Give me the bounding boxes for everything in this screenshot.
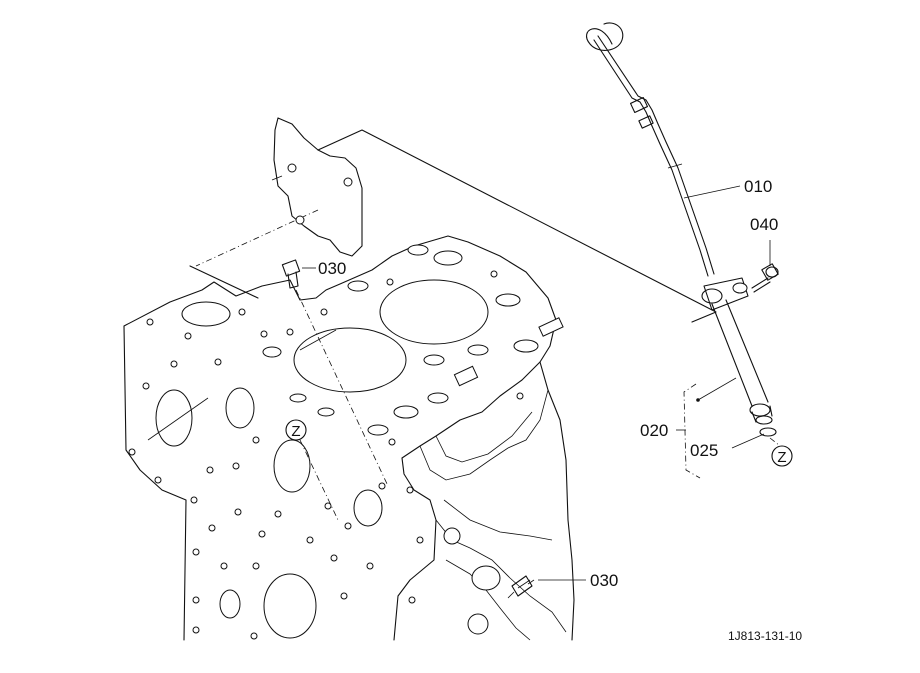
plug-part-030-bottom [507, 575, 535, 599]
callout-025: 025 [690, 441, 718, 460]
callout-020: 020 [640, 421, 668, 440]
leader-lines [299, 185, 781, 581]
callout-030-bottom: 030 [590, 571, 618, 590]
engine-block-deck [123, 235, 564, 641]
reference-mark-z-left: Z [285, 419, 307, 441]
callout-labels: 010 040 030 020 025 030 [318, 177, 778, 590]
dipstick-part-010 [586, 22, 715, 277]
o-ring-part-025 [759, 427, 777, 437]
callout-040: 040 [750, 215, 778, 234]
callout-030-top: 030 [318, 259, 346, 278]
svg-text:Z: Z [777, 449, 786, 466]
bolt-part-040 [751, 263, 779, 293]
head-gasket-outline [195, 117, 717, 323]
engine-block-front-face [128, 329, 575, 641]
plug-part-030-top [281, 259, 389, 487]
callout-010: 010 [744, 177, 772, 196]
svg-text:Z: Z [291, 423, 300, 440]
dipstick-guide-pipe-part-020 [701, 277, 773, 425]
figure-code: 1J813-131-10 [728, 629, 802, 643]
reference-mark-z-right: Z [771, 445, 793, 467]
